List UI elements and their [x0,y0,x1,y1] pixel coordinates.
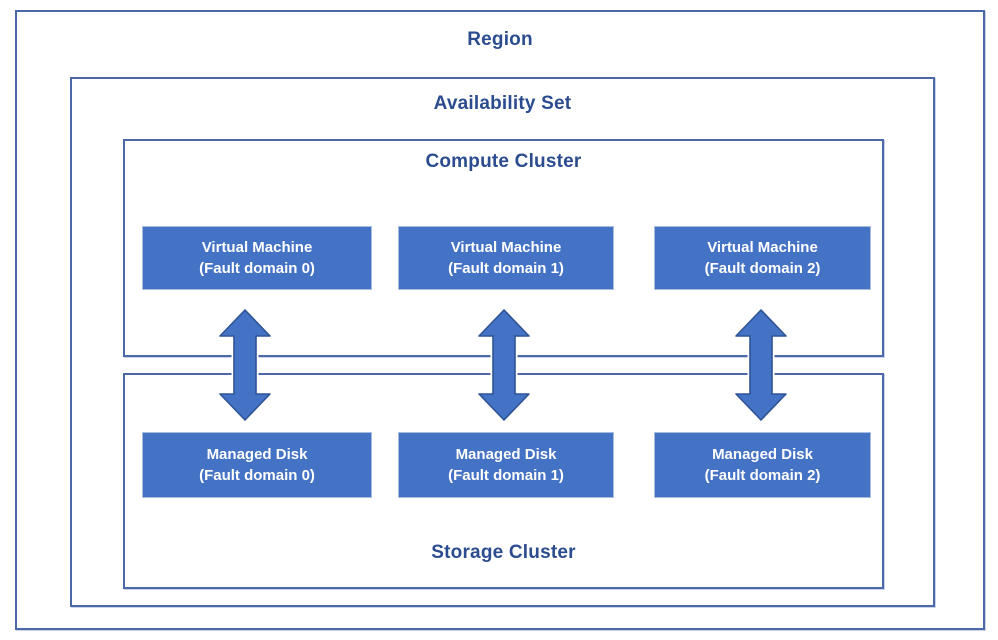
storage-cluster-title: Storage Cluster [431,542,576,563]
vm-node-label-line1: Virtual Machine [707,239,818,256]
vm-node-fault-domain-2: Virtual Machine (Fault domain 2) [654,226,871,290]
availability-set-box: Availability Set Compute Cluster Virtual… [70,77,935,607]
availability-set-title: Availability Set [433,93,572,114]
compute-cluster-box: Compute Cluster Virtual Machine (Fault d… [123,139,884,357]
vm-node-label-line2: (Fault domain 1) [448,260,564,277]
region-title: Region [467,29,533,50]
vm-node-fault-domain-1: Virtual Machine (Fault domain 1) [398,226,614,290]
vm-node-label-line2: (Fault domain 2) [704,260,821,277]
vm-node-label-line1: Virtual Machine [450,239,562,256]
double-arrow-icon [476,307,532,423]
disk-node-label-line2: (Fault domain 2) [704,467,821,484]
compute-cluster-title: Compute Cluster [425,151,582,172]
disk-node-label-line1: Managed Disk [455,446,557,463]
managed-disk-node-fault-domain-1: Managed Disk (Fault domain 1) [398,432,614,498]
region-box: Region Availability Set Compute Cluster … [15,10,985,630]
disk-node-label-line2: (Fault domain 1) [448,467,564,484]
vm-node-label-line2: (Fault domain 0) [199,260,315,277]
double-arrow-icon [733,307,789,423]
disk-node-label-line1: Managed Disk [712,446,813,463]
managed-disk-node-fault-domain-2: Managed Disk (Fault domain 2) [654,432,871,498]
vm-node-fault-domain-0: Virtual Machine (Fault domain 0) [142,226,372,290]
managed-disk-node-fault-domain-0: Managed Disk (Fault domain 0) [142,432,372,498]
disk-node-label-line2: (Fault domain 0) [199,467,315,484]
vm-node-label-line1: Virtual Machine [201,239,313,256]
double-arrow-icon [217,307,273,423]
disk-node-label-line1: Managed Disk [206,446,308,463]
